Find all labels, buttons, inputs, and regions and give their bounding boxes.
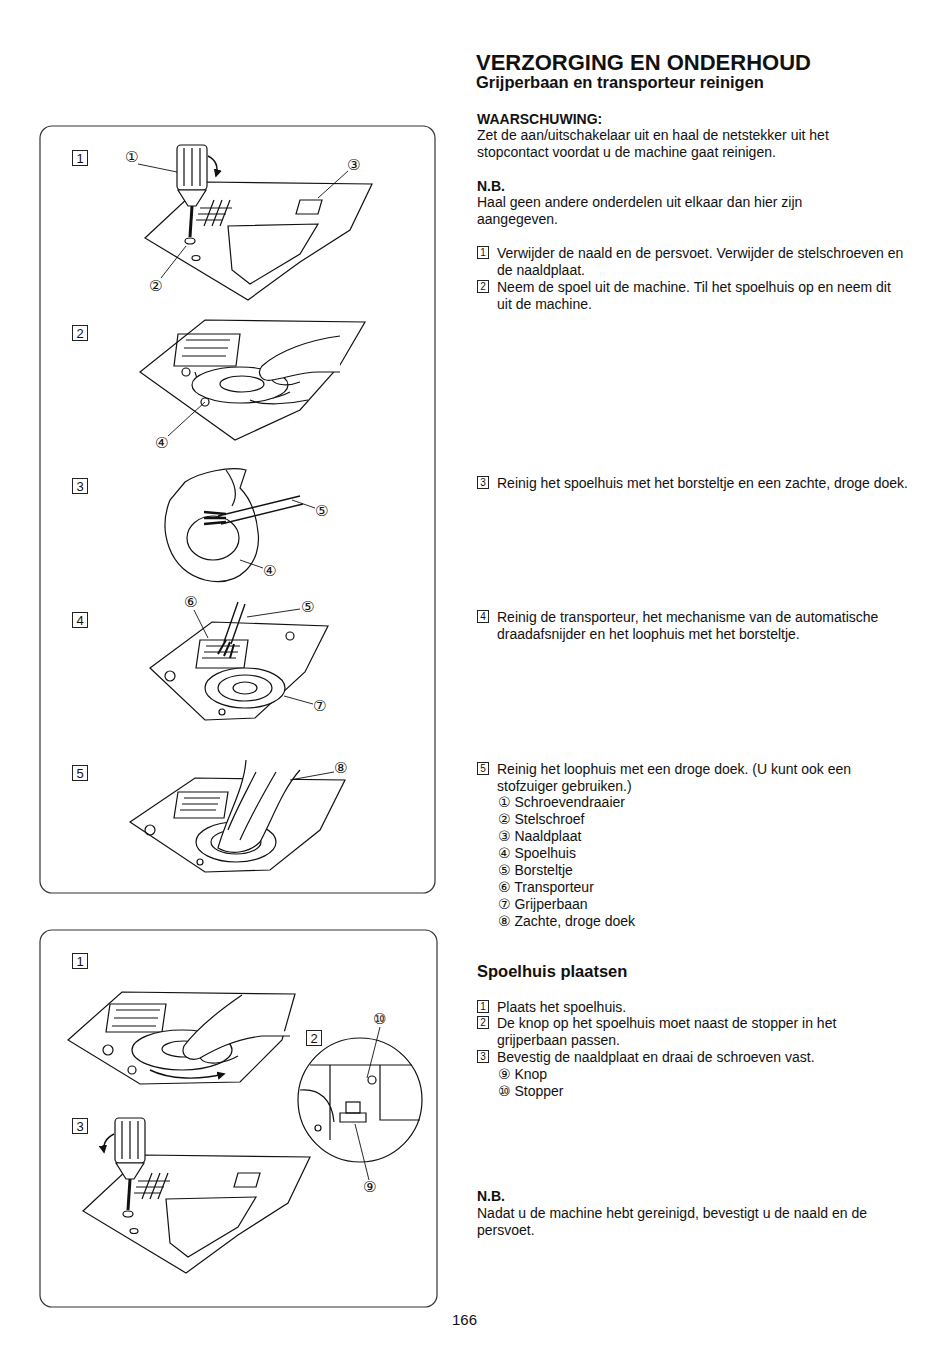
section-heading: Spoelhuis plaatsen xyxy=(477,961,627,981)
page-number: 166 xyxy=(452,1311,477,1328)
callout-number: ③ xyxy=(347,156,360,174)
body-text: De knop op het spoelhuis moet naast de s… xyxy=(497,1015,909,1049)
callout-number: ④ xyxy=(263,562,276,580)
step-number-box: 1 xyxy=(477,246,489,259)
callout-number: ⑤ xyxy=(315,502,328,520)
step-number: 5 xyxy=(480,764,486,774)
body-text: ⑧ Zachte, droge doek xyxy=(498,913,635,930)
callout-number: ⑦ xyxy=(313,697,326,715)
step-number-box: 1 xyxy=(72,150,88,166)
step-number-box: 5 xyxy=(72,765,88,781)
callout-number: ⑤ xyxy=(301,598,314,616)
body-text: ⑤ Borsteltje xyxy=(498,862,573,879)
step-number-box: 2 xyxy=(72,325,88,341)
step-number-box: 3 xyxy=(477,476,489,489)
callout-number: ⑩ xyxy=(373,1010,386,1028)
step-number-box: 3 xyxy=(72,478,88,494)
step-number: 3 xyxy=(76,480,83,493)
body-text: ③ Naaldplaat xyxy=(498,828,581,845)
body-text: ① Schroevendraaier xyxy=(498,794,625,811)
body-text: Reinig de transporteur, het mechanisme v… xyxy=(497,609,909,643)
body-text: ⑥ Transporteur xyxy=(498,879,594,896)
step-number-box: 4 xyxy=(477,610,489,623)
step-number: 3 xyxy=(480,1052,486,1062)
body-text: Verwijder de naald en de persvoet. Verwi… xyxy=(497,245,909,279)
body-text: ⑨ Knop xyxy=(498,1066,547,1083)
callout-number: ② xyxy=(149,277,162,295)
body-text: ④ Spoelhuis xyxy=(498,845,576,862)
note-heading: N.B. xyxy=(477,1188,505,1205)
body-text: Zet de aan/uitschakelaar uit en haal de … xyxy=(477,127,857,161)
step-number: 4 xyxy=(480,612,486,622)
step-number: 1 xyxy=(76,152,83,165)
step-number: 3 xyxy=(76,1120,83,1133)
section-heading: Grijperbaan en transporteur reinigen xyxy=(476,72,764,92)
body-text: Bevestig de naaldplaat en draai de schro… xyxy=(497,1049,815,1066)
step-number-box: 2 xyxy=(477,280,489,293)
note-heading: WAARSCHUWING: xyxy=(477,111,602,128)
body-text: ⑩ Stopper xyxy=(498,1083,563,1100)
step-number: 1 xyxy=(76,955,83,968)
body-text: Reinig het loophuis met een droge doek. … xyxy=(497,761,909,795)
callout-number: ⑥ xyxy=(184,593,197,611)
step-number-box: 5 xyxy=(477,762,489,775)
step-number-box: 2 xyxy=(477,1016,489,1029)
step-number-box: 3 xyxy=(72,1118,88,1134)
callout-number: ⑨ xyxy=(363,1178,376,1196)
step-number: 2 xyxy=(480,1018,486,1028)
note-heading: N.B. xyxy=(477,178,505,195)
step-number: 2 xyxy=(480,282,486,292)
step-number-box: 1 xyxy=(477,1000,489,1013)
callout-number: ① xyxy=(125,148,138,166)
page-title: VERZORGING EN ONDERHOUD xyxy=(476,50,811,76)
body-text: Reinig het spoelhuis met het borsteltje … xyxy=(497,475,909,492)
step-number-box: 3 xyxy=(477,1050,489,1063)
body-text: Neem de spoel uit de machine. Til het sp… xyxy=(497,279,909,313)
step-number-box: 4 xyxy=(72,612,88,628)
body-text: Nadat u de machine hebt gereinigd, beves… xyxy=(477,1205,907,1239)
body-text: Plaats het spoelhuis. xyxy=(497,999,626,1016)
step-number-box: 1 xyxy=(72,953,88,969)
step-number-box: 2 xyxy=(306,1030,322,1046)
callout-number: ⑧ xyxy=(334,759,347,777)
step-number: 2 xyxy=(76,327,83,340)
step-number: 1 xyxy=(480,1002,486,1012)
step-number: 1 xyxy=(480,248,486,258)
body-text: ⑦ Grijperbaan xyxy=(498,896,588,913)
body-text: ② Stelschroef xyxy=(498,811,584,828)
body-text: Haal geen andere onderdelen uit elkaar d… xyxy=(477,194,832,228)
step-number: 5 xyxy=(76,767,83,780)
callout-number: ④ xyxy=(155,434,168,452)
step-number: 3 xyxy=(480,478,486,488)
step-number: 2 xyxy=(310,1032,317,1045)
step-number: 4 xyxy=(76,614,83,627)
